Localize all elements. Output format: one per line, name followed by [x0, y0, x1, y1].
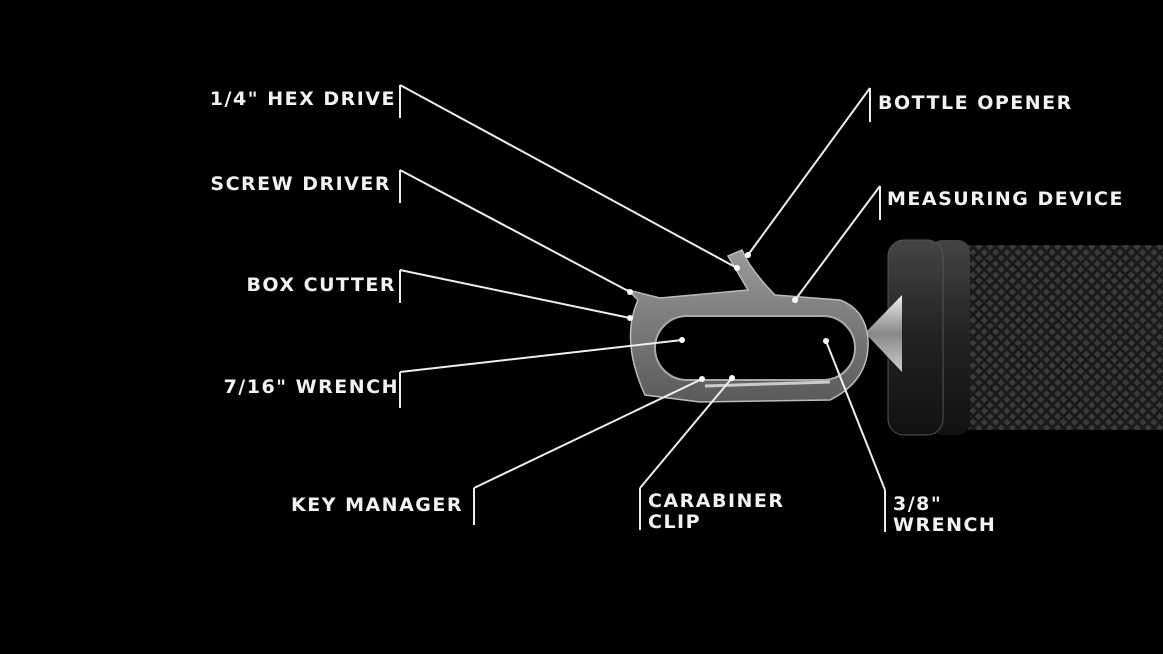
label-measuring-device: MEASURING DEVICE [887, 188, 1124, 210]
label-bottle-opener: BOTTLE OPENER [878, 92, 1073, 114]
wrench-38-line1: 3/8" [893, 493, 943, 515]
label-screw-driver: SCREW DRIVER [210, 173, 391, 195]
label-carabiner-clip: CARABINER CLIP [648, 491, 785, 533]
label-hex-drive: 1/4" HEX DRIVE [209, 88, 396, 110]
label-box-cutter: BOX CUTTER [246, 274, 396, 296]
cone-tip [865, 295, 902, 372]
leader-lines [399, 84, 886, 532]
label-key-manager: KEY MANAGER [291, 494, 463, 516]
carabiner-line1: CARABINER [648, 490, 785, 512]
label-wrench-7-16: 7/16" WRENCH [223, 376, 399, 398]
wrench-38-line2: WRENCH [893, 514, 997, 536]
handle-cylinder [887, 239, 1163, 436]
carabiner-line2: CLIP [648, 511, 702, 533]
carabiner-body [625, 249, 869, 403]
callout-dots [627, 252, 829, 382]
label-wrench-3-8: 3/8" WRENCH [893, 494, 996, 536]
